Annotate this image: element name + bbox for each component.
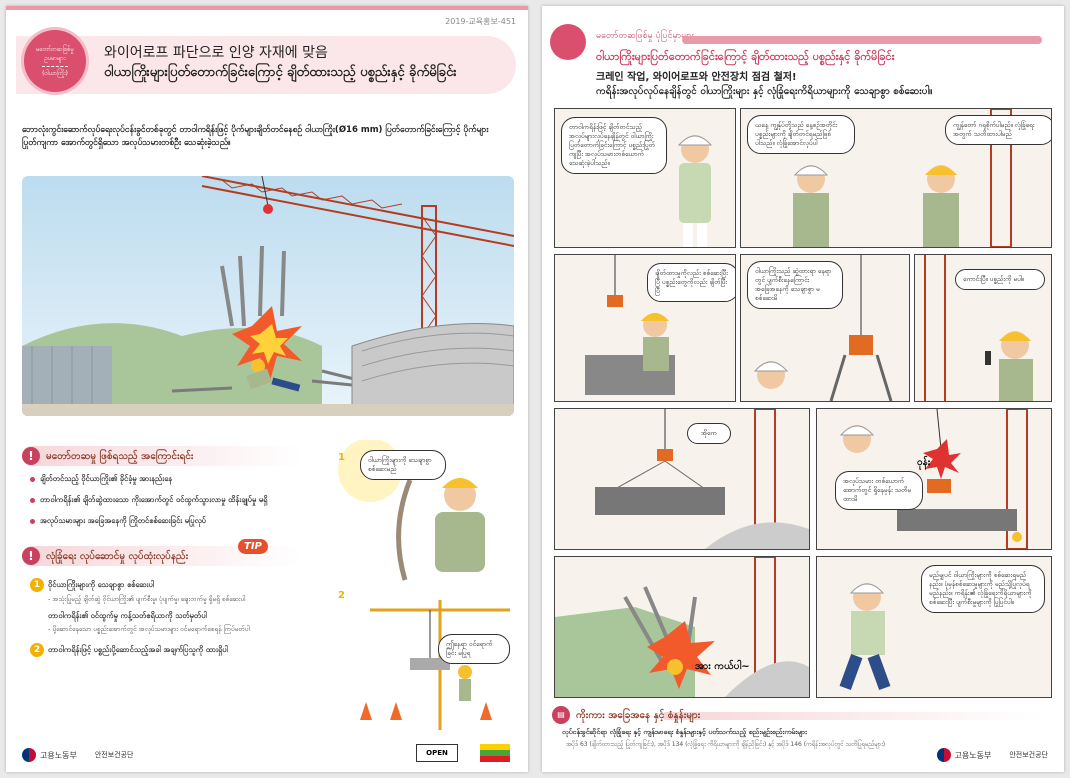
- title-korean: 와이어로프 파단으로 인양 자재에 맞음: [104, 45, 328, 61]
- comic-title: ဝါယာကြိုးများပြတ်တောက်ခြင်းကြောင့် ချိတ်…: [596, 50, 895, 63]
- speech-bubble: ကောင်းပြီ။ ပစ္စည်းကို မပါ။: [955, 269, 1045, 290]
- accident-case-badge: မတော်တဆဖြစ်မှု ဥပမာများ (ဝါယာကြိုး): [24, 30, 86, 92]
- illustration-number-1: 1: [338, 452, 345, 463]
- header-band: [16, 36, 516, 94]
- prevention-bar: [22, 546, 302, 566]
- top-line: [6, 6, 528, 10]
- ministry-logo-icon: [936, 748, 951, 762]
- cause-item: ချိတ်တင်သည့် ဝိုင်ယာကြိုး၏ ခိုင်ခံ့မှု အ…: [30, 474, 320, 485]
- supervisor-running-figure: [839, 583, 891, 691]
- presenter-figure: [677, 135, 713, 247]
- reference-line-1: လုပ်ငန်းခွင်ဆိုင်ရာ လုံခြုံရေး နှင့် ကျန…: [562, 728, 807, 736]
- step-1-detail: - အသုံးပြုမည့် ချိတ်ဆွဲ ဝိုင်ယာကြိုး၏ ပျ…: [48, 595, 246, 603]
- speech-bubble: တာဝါကရိန်းဖြင့် ချိတ်တင်သည့် အလုပ်များလု…: [561, 117, 667, 174]
- cause-item: တာဝါကရိန်း၏ ချိတ်ဆွဲထားသော ကိုးအောက်တွင်…: [30, 495, 320, 506]
- tip-badge: TIP: [238, 539, 268, 554]
- comic-subtitle: မတော်တဆဖြစ်မှု ပုံပြင်မှာများ: [596, 31, 694, 41]
- accident-illustration: [22, 176, 514, 416]
- prevention-illustration: 1 2: [338, 440, 510, 730]
- reference-heading: ▤ ကိုးကား အခြေအနေ နှင့် စံနှုန်းများ: [552, 706, 700, 724]
- speech-bubble: ဝါယာကြိုးသည် ဆွဲထားရာ နေရာတွင် ပျက်စီးနေ…: [747, 261, 843, 309]
- speech-bubble: ကျွန်တော် ဂရုစိုက်ပါမည်။ လုံခြုံရေးအတွက်…: [945, 115, 1051, 145]
- signalman-figure: [924, 255, 1033, 401]
- reference-line-2: အပိုဒ် 63 (ချိတ်ထားသည့် ပြုတ်ကျခြင်း), အ…: [566, 741, 886, 748]
- title-bar: [682, 36, 1042, 44]
- worker-rigging-figure: [585, 255, 675, 395]
- lifting-load-figure: [595, 409, 809, 549]
- speech-bubble: ချိတ်ထားမှုကိုလည်း စစ်ဆေးပြီးပြီ ပစ္စည်း…: [647, 263, 735, 302]
- accident-impact-figure: [555, 557, 809, 697]
- left-page: 2019-교육홍보-451 မတော်တဆဖြစ်မှု ဥပမာများ (ဝ…: [6, 6, 528, 772]
- speech-bubble-check: ဝါယာကြိုးများကို သေချာစွာ စစ်ဆေးမည်: [360, 450, 446, 480]
- prevention-heading: ! လုံခြုံရေး လုပ်ဆောင်မှု လုပ်ထုံးလုပ်နည…: [22, 545, 188, 567]
- crane-accident-scene: [22, 176, 514, 416]
- ministry-logo-icon: [22, 748, 36, 762]
- comic-panel-5: ကောင်းပြီ။ ပစ္စည်းကို မပါ။: [914, 254, 1052, 402]
- cause-item: အလုပ်သမားများ အခြေအနေကို ကြိုတင်စစ်ဆေးခြ…: [30, 516, 320, 527]
- exclamation-icon: !: [22, 447, 40, 465]
- illustration-number-2: 2: [338, 590, 345, 601]
- reference-bar: [662, 712, 1042, 720]
- speech-bubble: မည်မျှပင် ဝါယာကြိုးများကို စစ်ဆေးရမည်နည်…: [921, 565, 1045, 613]
- title-myanmar: ဝါယာကြိုးများပြတ်တောက်ခြင်းကြောင့် ချိတ်…: [104, 65, 457, 80]
- sound-effect: အား ကယ်ပါ~: [695, 661, 750, 672]
- hook-closeup-figure: [753, 255, 893, 401]
- step-1b-detail: - ပို့ဆောင်နေသော ပစ္စည်းအောက်တွင် အလုပ်သ…: [48, 625, 250, 633]
- kosha-logo: 안전보건공단: [1009, 751, 1048, 759]
- exclamation-icon: !: [22, 547, 40, 565]
- footer-logos: 고용노동부 안전보건공단: [22, 748, 133, 762]
- comic-panel-1: တာဝါကရိန်းဖြင့် ချိတ်တင်သည့် အလုပ်များလု…: [554, 108, 736, 248]
- speech-bubble: အိုကေ: [687, 423, 731, 444]
- causes-bar: [22, 446, 302, 466]
- comic-panel-8: အား ကယ်ပါ~: [554, 556, 810, 698]
- speech-bubble-stop: ဤနေရာ ဝင်ရောက်ခြင်း မပြုရ: [438, 634, 510, 664]
- comic-panel-6: အိုကေ: [554, 408, 810, 550]
- publication-code: 2019-교육홍보-451: [445, 17, 516, 26]
- rope-snap-figure: [839, 409, 1028, 549]
- two-workers-figure: [793, 109, 1012, 247]
- causes-heading: ! မတော်တဆမှု ဖြစ်ရသည့် အကြောင်းရင်း: [22, 445, 193, 467]
- comic-panel-2: ယနေ့ ကျွန်ုပ်တို့သည် နေ့စဉ်အတိုင်း ပစ္စည…: [740, 108, 1052, 248]
- kosha-logo: 안전보건공단: [94, 751, 134, 759]
- open-license-badge: OPEN: [416, 744, 458, 762]
- causes-list: ချိတ်တင်သည့် ဝိုင်ယာကြိုး၏ ခိုင်ခံ့မှု အ…: [30, 474, 320, 537]
- slogan-myanmar: ကရိန်းအလုပ်လုပ်နေချိန်တွင် ဝါယာကြိုးများ…: [596, 86, 933, 97]
- slogan-korean: 크레인 작업, 와이어로프와 안전장치 점검 철저!: [596, 72, 797, 83]
- right-page: မတော်တဆဖြစ်မှု ပုံပြင်မှာများ ဝါယာကြိုးမ…: [542, 6, 1064, 772]
- sound-effect: ဝုန်း: [917, 457, 931, 468]
- comic-panel-9: မည်မျှပင် ဝါယာကြိုးများကို စစ်ဆေးရမည်နည်…: [816, 556, 1052, 698]
- comic-panel-7: အလုပ်သမား တစ်ယောက်အောက်တွင် ရှိနေမှန်း သ…: [816, 408, 1052, 550]
- crane-badge-icon: [550, 24, 586, 60]
- intro-text: ဘောလုံးကွင်းဆောက်လုပ်ရေးလုပ်ငန်းခွင်တစ်ခ…: [22, 125, 489, 148]
- step-1b: တာဝါကရိန်း၏ ဝင်ထွက်မှု ကန့်သတ်ဧရိယာကို သ…: [48, 611, 207, 620]
- footer-logos: 고용노동부 안전보건공단: [936, 748, 1048, 762]
- speech-bubble: အလုပ်သမား တစ်ယောက်အောက်တွင် ရှိနေမှန်း သ…: [835, 471, 923, 510]
- myanmar-flag-icon: [480, 744, 510, 762]
- speech-bubble: ယနေ့ ကျွန်ုပ်တို့သည် နေ့စဉ်အတိုင်း ပစ္စည…: [747, 115, 855, 154]
- comic-panel-4: ဝါယာကြိုးသည် ဆွဲထားရာ နေရာတွင် ပျက်စီးနေ…: [740, 254, 910, 402]
- book-icon: ▤: [552, 706, 570, 724]
- comic-panel-3: ချိတ်ထားမှုကိုလည်း စစ်ဆေးပြီးပြီ ပစ္စည်း…: [554, 254, 736, 402]
